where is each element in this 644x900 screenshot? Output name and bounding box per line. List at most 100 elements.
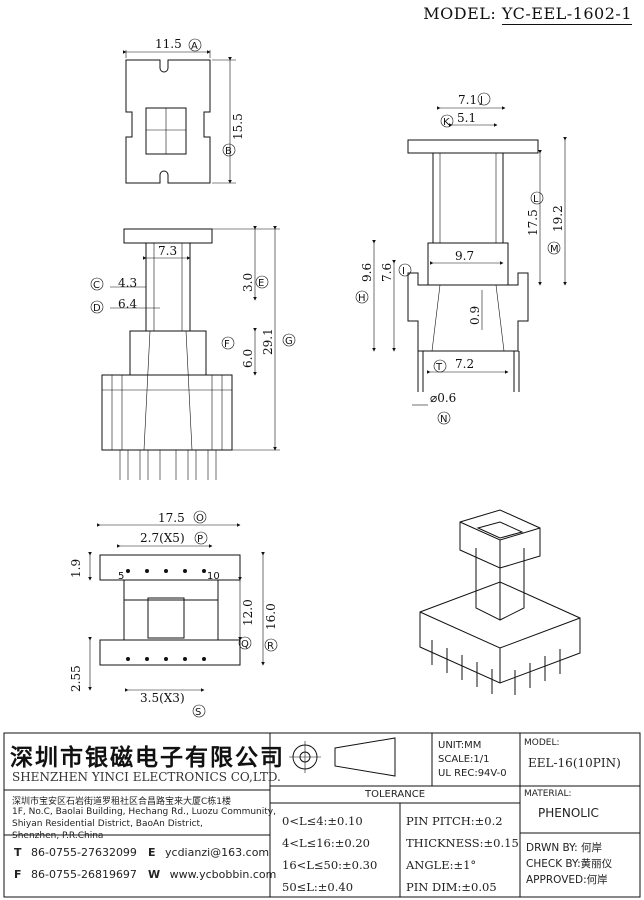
dim-front-e: 3.0 [241,273,255,292]
tag-j-marker [477,92,491,106]
dim-bottom-19: 1.9 [69,559,83,578]
title-block-frame [3,732,641,898]
dim-bottom-q: 12.0 [241,599,255,626]
tag-a-marker [188,38,202,52]
tel-value: 86-0755-27632099 [31,846,137,859]
email-label: E [148,846,156,859]
tol-left-1: 0<L≤4:±0.10 [282,814,363,828]
company-name-cn: 深圳市银磁电子有限公司 [10,744,285,771]
tag-p-marker [194,531,208,545]
tag-i: I [402,266,405,277]
address-line-2: Shiyan Residential District, BaoAn Distr… [12,819,203,829]
web-value: www.ycbobbin.com [169,868,277,881]
address-cn: 深圳市宝安区石岩街道罗租社区合昌路宝来大厦C栋1楼 [12,797,232,807]
tag-a: A [191,41,198,52]
dim-top-width: 11.5 [155,37,182,51]
tag-l-marker [530,191,544,205]
tag-j: J [479,95,483,106]
dim-bottom-s: 3.5(X3) [140,691,185,705]
tag-l: L [533,194,539,205]
tag-g: G [285,336,293,347]
tag-o: O [196,513,204,524]
pin-label-5: 5 [118,571,124,582]
dim-side-gap: 0.9 [468,306,482,325]
tag-g-marker [282,333,296,347]
tol-left-2: 4<L≤16:±0.20 [282,836,370,850]
tag-d-marker [90,300,104,314]
dim-bottom-r: 16.0 [264,603,278,630]
tag-m-marker [547,241,561,255]
tolerance-right: PIN PITCH:±0.2 THICKNESS:±0.15 ANGLE:±1°… [406,810,519,898]
tag-e-marker [255,275,269,289]
checked-by: CHECK BY:黄丽仪 [526,858,613,870]
dim-side-j: 7.1 [458,93,477,107]
tol-left-3: 16<L≤50:±0.30 [282,858,378,872]
tolerance-left: 0<L≤4:±0.10 4<L≤16:±0.20 16<L≤50:±0.30 5… [282,810,377,898]
spec-block: UNIT:MM SCALE:1/1 UL REC:94V-0 [438,739,507,781]
tag-c: C [93,280,100,291]
tol-right-2: THICKNESS:±0.15 [406,836,519,850]
drawing-model-title: MODEL: YC-EEL-1602-1 [423,4,632,25]
isometric-view [419,509,581,695]
dim-side-t: 7.2 [455,357,474,371]
scale-text: SCALE:1/1 [438,754,490,765]
tag-q: Q [241,639,249,650]
model-field-value: EEL-16(10PIN) [528,756,621,770]
tolerance-label: TOLERANCE [365,789,426,800]
tag-f-marker [221,336,235,350]
tag-k: K [443,117,450,128]
tag-t-marker [433,359,447,373]
dim-side-i: 7.6 [380,263,394,282]
tag-n: N [440,414,447,425]
tag-r: R [267,641,274,652]
side-view [372,106,567,406]
tag-h: H [358,293,366,304]
tag-r-marker [264,638,278,652]
dim-side-pin: ⌀0.6 [430,391,456,405]
contact-fax: F 86-0755-26819697 [14,868,137,881]
dim-front-g: 29.1 [261,328,275,355]
tag-k-marker [440,114,454,128]
address-en: 1F, No.C, Baolai Building, Hechang Rd., … [12,806,276,842]
tag-m: M [550,244,559,255]
web-label: W [148,868,161,881]
material-value: PHENOLIC [538,806,599,820]
dim-front-c: 4.3 [118,276,137,290]
dim-side-m: 19.2 [551,205,565,232]
address-line-1: 1F, No.C, Baolai Building, Hechang Rd., … [12,807,276,817]
dim-top-height: 15.5 [231,113,245,140]
front-view [101,226,280,480]
contact-web: W www.ycbobbin.com [148,868,276,881]
tol-right-3: ANGLE:±1° [406,858,477,872]
tag-f: F [224,339,230,350]
model-field-label: MODEL: [524,738,560,748]
email-value: ycdianzi@163.com [165,846,270,859]
tol-right-4: PIN DIM:±0.05 [406,880,497,894]
tag-e: E [258,278,264,289]
tol-right-1: PIN PITCH:±0.2 [406,814,503,828]
dim-bottom-o: 17.5 [158,511,185,525]
dim-side-width: 9.7 [455,249,474,263]
fax-label: F [14,868,22,881]
contact-tel: T 86-0755-27632099 [14,846,137,859]
approved-by: APPROVED:何岸 [526,874,608,886]
tag-b: B [225,146,232,157]
tol-left-4: 50≤L:±0.40 [282,880,354,894]
tag-s: S [195,707,201,718]
dim-bottom-p: 2.7(X5) [140,531,185,545]
approval-block: DRWN BY: 何岸 CHECK BY:黄丽仪 APPROVED:何岸 [526,840,612,888]
model-value: YC-EEL-1602-1 [501,4,632,25]
tag-c-marker [90,277,104,291]
tag-t: T [435,362,443,373]
ul-text: UL REC:94V-0 [438,768,507,779]
tag-q-marker [238,636,252,650]
company-name-en: SHENZHEN YINCI ELECTRONICS CO,LTD. [12,770,281,784]
tag-d: D [93,303,101,314]
fax-value: 86-0755-26819697 [31,868,137,881]
unit-text: UNIT:MM [438,740,482,751]
tag-b-marker [222,143,236,157]
tag-s-marker [192,704,206,718]
dim-bottom-255: 2.55 [69,665,83,692]
address-line-3: Shenzhen, P.R.China [12,831,104,841]
